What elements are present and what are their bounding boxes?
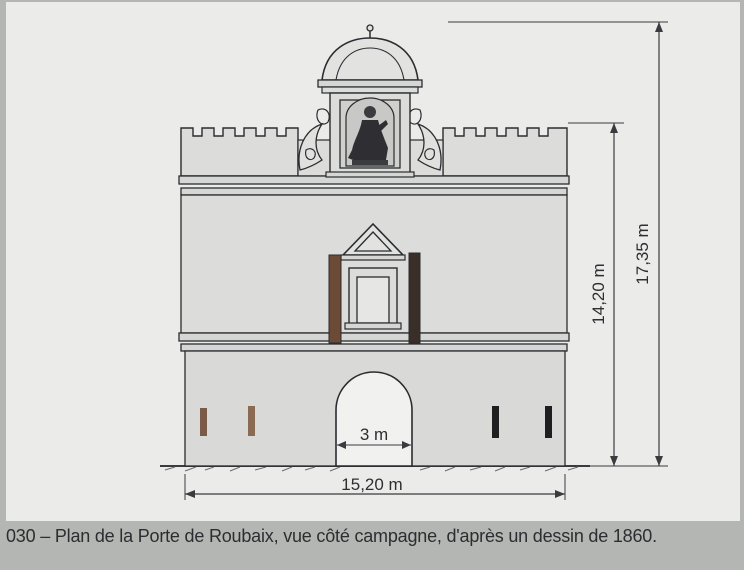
right-battlement [442, 127, 568, 177]
width-label: 15,20 m [341, 475, 402, 494]
archway [335, 371, 413, 467]
dimension-wall-height: 14,20 m [568, 122, 624, 466]
dimension-arch-width: 3 m [337, 425, 411, 449]
middle-string-course [178, 332, 570, 342]
arch-width-label: 3 m [360, 425, 388, 444]
upper-window [340, 222, 406, 330]
loophole-2 [248, 406, 255, 436]
figure-caption: 030 – Plan de la Porte de Roubaix, vue c… [6, 526, 657, 546]
loophole-3 [492, 406, 499, 438]
statue-aedicule [298, 24, 442, 178]
upper-cornice-lower-band [180, 187, 568, 196]
drawbridge-slot-right [408, 252, 421, 344]
left-battlement [180, 127, 299, 177]
wall-height-label: 14,20 m [589, 263, 608, 324]
middle-string-course-lower-band [180, 343, 568, 352]
statue-figure [348, 106, 388, 165]
gate-tower [178, 127, 570, 467]
dimension-total-height: 17,35 m [448, 21, 668, 467]
dimension-width: 15,20 m [184, 474, 566, 500]
loophole-1 [200, 408, 207, 436]
total-height-label: 17,35 m [633, 223, 652, 284]
drawbridge-slot-left [328, 254, 342, 344]
loophole-4 [545, 406, 552, 438]
